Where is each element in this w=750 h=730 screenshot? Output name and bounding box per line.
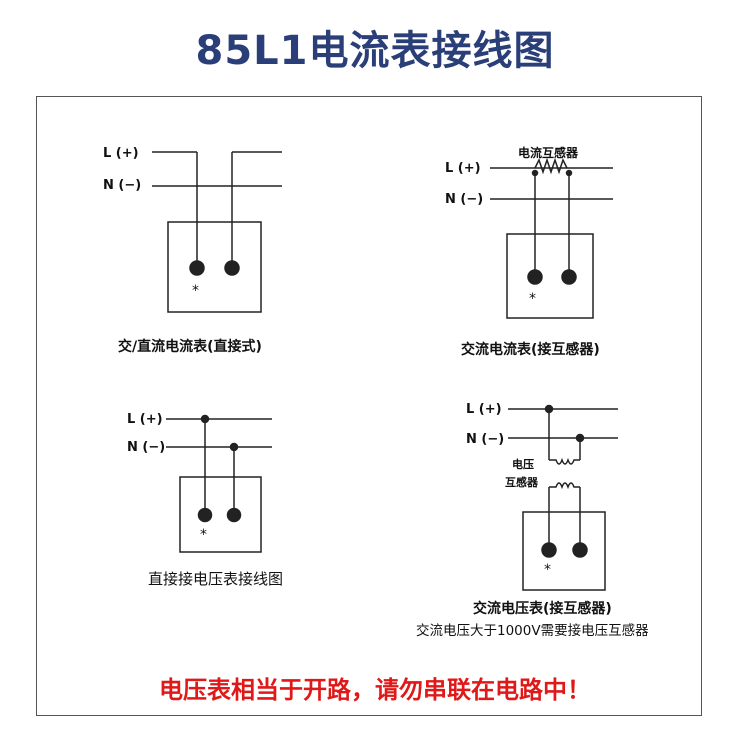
d1-l-label: L (+) xyxy=(103,146,139,161)
d4-meter-box xyxy=(522,511,606,591)
d2-terminal-1 xyxy=(527,269,543,285)
d1-meter-box xyxy=(167,221,262,313)
d4-pt-primary-coil xyxy=(549,457,580,465)
diagram-voltmeter-pt: L (+) N (−) 电压 互感器 * 交流电压表(接互感器) 交流电压大于1… xyxy=(416,402,649,639)
d1-star: * xyxy=(192,283,199,299)
page-title: 85L1电流表接线图 xyxy=(195,28,555,74)
diagram-direct-voltmeter: L (+) N (−) * 直接接电压表接线图 xyxy=(127,412,283,588)
d3-star: * xyxy=(200,527,207,543)
d2-star: * xyxy=(529,291,536,307)
d1-terminal-1 xyxy=(189,260,205,276)
d4-note: 交流电压大于1000V需要接电压互感器 xyxy=(416,622,649,639)
diagram-direct-ammeter: L (+) N (−) * 交/直流电流表(直接式) xyxy=(103,146,282,355)
d3-meter-box xyxy=(179,476,262,553)
diagram-ammeter-ct: 电流互感器 L (+) N (−) * 交流电流表(接互感器) xyxy=(445,145,613,358)
d3-l-label: L (+) xyxy=(127,412,163,427)
d4-n-label: N (−) xyxy=(466,432,504,447)
warning-text: 电压表相当于开路，请勿串联在电路中！ xyxy=(159,676,591,704)
d1-terminal-2 xyxy=(224,260,240,276)
d4-pt-secondary-coil xyxy=(549,482,580,490)
d4-caption: 交流电压表(接互感器) xyxy=(473,600,612,617)
d2-caption: 交流电流表(接互感器) xyxy=(461,341,600,358)
d3-terminal-2 xyxy=(226,507,242,523)
d2-ct-coil xyxy=(534,157,568,175)
d1-caption: 交/直流电流表(直接式) xyxy=(118,338,262,355)
d4-l-label: L (+) xyxy=(466,402,502,417)
d2-ct-label: 电流互感器 xyxy=(518,145,579,160)
d3-terminal-1 xyxy=(197,507,213,523)
diagram-frame xyxy=(36,96,702,716)
d4-star: * xyxy=(544,562,551,578)
d1-n-label: N (−) xyxy=(103,178,141,193)
d2-meter-box xyxy=(506,233,594,319)
d3-caption: 直接接电压表接线图 xyxy=(148,570,283,588)
d4-pt-label-1: 电压 xyxy=(512,457,534,471)
d4-terminal-2 xyxy=(572,542,588,558)
d4-pt-label-2: 互感器 xyxy=(505,475,539,489)
d2-terminal-2 xyxy=(561,269,577,285)
d4-terminal-1 xyxy=(541,542,557,558)
d2-l-label: L (+) xyxy=(445,161,481,176)
d2-n-label: N (−) xyxy=(445,192,483,207)
d3-n-label: N (−) xyxy=(127,440,165,455)
